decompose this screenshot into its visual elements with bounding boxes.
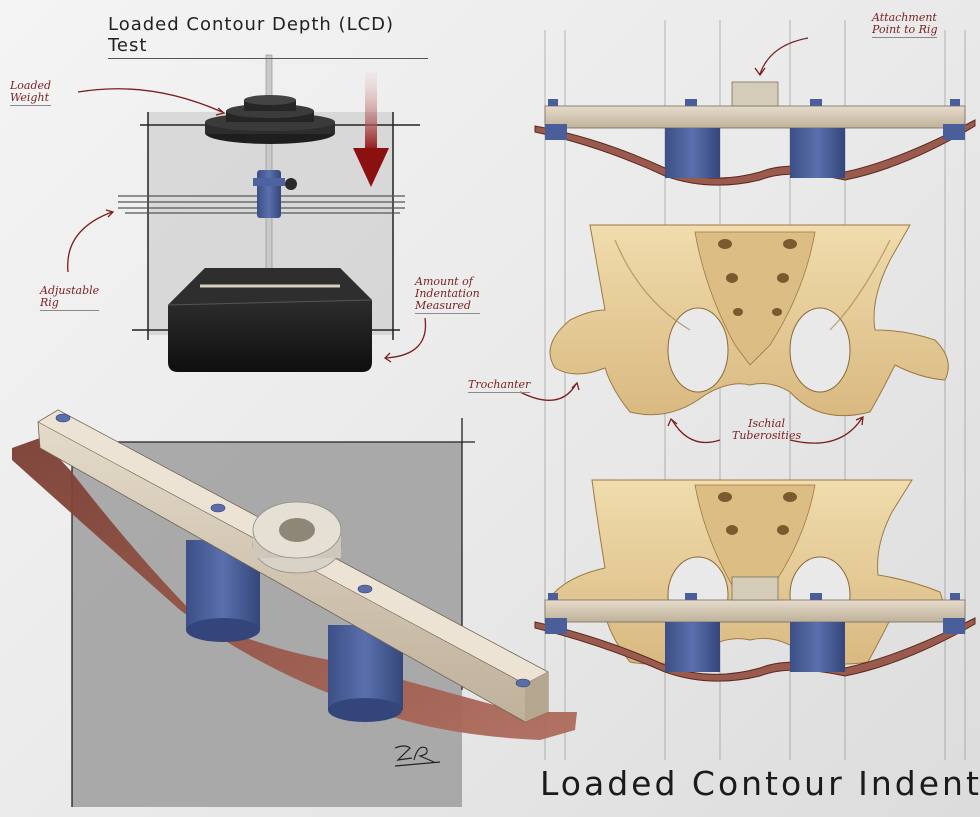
pelvis-with-indenter: [534, 479, 976, 682]
down-arrow-icon: [353, 72, 389, 187]
label-adjustable-rig-line-1: Adjustable: [40, 284, 100, 297]
attachment-ring-3d: [252, 501, 342, 574]
label-ischial-line-2: Tuberosities: [732, 429, 802, 442]
indenter-3d-view: [12, 409, 577, 807]
artist-signature: [394, 745, 441, 767]
label-loaded-weight-line-1: Loaded: [10, 79, 52, 92]
indenter-title: Loaded Contour Indenter: [540, 764, 980, 803]
label-indentation-line-1: Amount of: [415, 275, 473, 288]
annotation-arrows: [67, 37, 864, 444]
lcd-test-rig: [118, 54, 420, 372]
blue-pad-top-right: [790, 128, 845, 178]
bolt-heads: [55, 413, 531, 688]
lcd-test-title: Loaded Contour Depth (LCD) Test: [108, 14, 428, 59]
attachment-block: [731, 81, 779, 107]
label-amount-of-indentation: Amount of Indentation Measured: [415, 276, 480, 314]
label-ischial-tuberosities: Ischial Tuberosities: [732, 418, 801, 442]
loaded-weight-stack: [205, 95, 335, 144]
label-loaded-weight: Loaded Weight: [10, 79, 52, 106]
weight-rod: [265, 54, 273, 281]
label-attachment-line-2: Point to Rig: [872, 23, 938, 36]
blue-pad-left: [186, 540, 260, 642]
blue-pad-top-left: [665, 128, 720, 178]
label-attachment-line-1: Attachment: [872, 11, 937, 24]
label-attachment-point: Attachment Point to Rig: [872, 11, 938, 38]
label-adjustable-rig-line-2: Rig: [40, 296, 59, 309]
label-ischial-line-1: Ischial: [748, 417, 785, 430]
label-indentation-line-3: Measured: [415, 299, 471, 312]
rig-clamp: [253, 170, 297, 218]
label-trochanter: Trochanter: [468, 378, 531, 393]
label-loaded-weight-line-2: Weight: [10, 91, 49, 104]
foam-cushion: [167, 268, 373, 372]
label-adjustable-rig: Adjustable Rig: [40, 284, 100, 311]
indenter-front-view-top: [534, 81, 976, 186]
label-indentation-line-2: Indentation: [415, 287, 480, 300]
pelvis-illustration: [549, 224, 949, 417]
